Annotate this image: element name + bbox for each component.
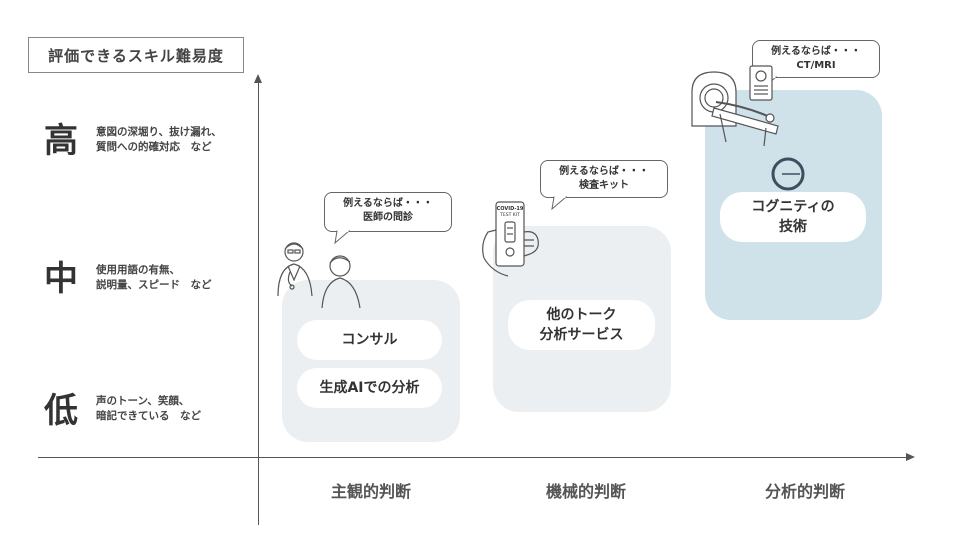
ct-mri-icon <box>691 65 779 147</box>
level-mid-desc: 使用用語の有無、 説明量、スピード など <box>96 264 212 291</box>
bubble-test-kit: 例えるならば・・・ 検査キット <box>540 160 668 198</box>
item-consulting: コンサル <box>297 320 442 360</box>
doctor-patient-icon <box>277 242 361 309</box>
bubble-ct-mri: 例えるならば・・・ CT/MRI <box>752 40 880 78</box>
y-axis-arrow <box>254 74 262 83</box>
ring-icon <box>771 157 805 191</box>
y-axis-line <box>258 80 259 525</box>
bubble-doctor: 例えるならば・・・ 医師の問診 <box>324 192 452 232</box>
level-high-desc: 意図の深堀り、抜け漏れ、 質問への的確対応 など <box>96 126 222 153</box>
x-axis-line <box>38 457 908 458</box>
x-axis-arrow <box>906 453 915 461</box>
x-label-analytical: 分析的判断 <box>764 482 845 501</box>
item-other-talk-analysis: 他のトーク 分析サービス <box>508 300 655 350</box>
test-kit-label-1: COVID-19 <box>497 206 524 212</box>
test-kit-icon: COVID-19 TEST KIT <box>482 201 539 277</box>
x-label-mechanical: 機械的判断 <box>545 482 626 501</box>
level-low-label: 低 <box>44 391 78 431</box>
item-genai-analysis: 生成AIでの分析 <box>297 368 442 408</box>
bubble-doctor-tail <box>334 230 351 245</box>
level-high-label: 高 <box>44 121 78 161</box>
item-cognity-technology: コグニティの 技術 <box>720 192 866 242</box>
chart-title: 評価できるスキル難易度 <box>28 37 244 73</box>
panel-subjective <box>282 280 460 442</box>
level-low-desc: 声のトーン、笑顔、 暗記できている など <box>96 395 201 422</box>
bubble-test-kit-tail <box>551 196 568 211</box>
level-mid-label: 中 <box>44 259 78 299</box>
test-kit-label-2: TEST KIT <box>499 212 520 218</box>
x-label-subjective: 主観的判断 <box>330 482 411 501</box>
